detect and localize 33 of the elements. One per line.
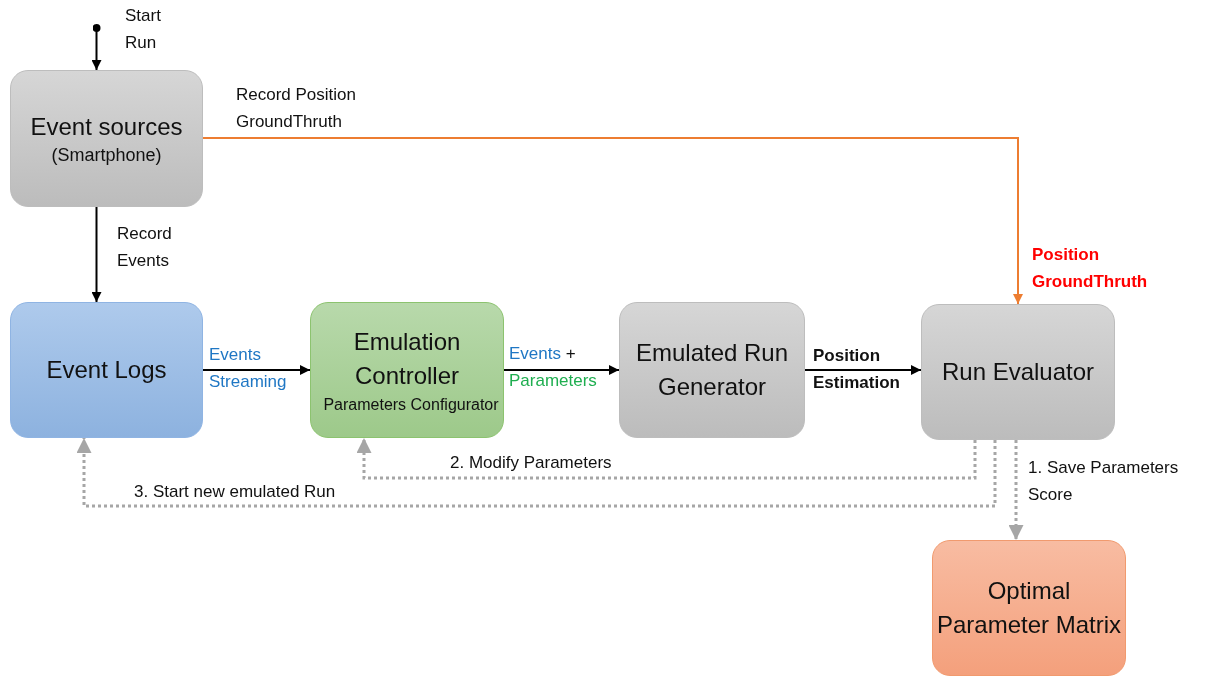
arrow bbox=[503, 365, 620, 375]
arrow bbox=[202, 365, 311, 375]
arrow bbox=[804, 365, 922, 375]
process-box bbox=[10, 70, 203, 207]
process-box bbox=[10, 302, 203, 438]
dotted-arrow bbox=[356, 438, 977, 480]
edge-label: Events + Parameters bbox=[509, 343, 598, 392]
edge-label: 3. Start new emulated Run bbox=[134, 481, 337, 503]
node-title: Event sources bbox=[30, 112, 183, 142]
arrow bbox=[91, 206, 102, 303]
annotation-label: Position GroundThruth bbox=[1032, 244, 1149, 293]
edge-label: 1. Save Parameters Score bbox=[1028, 457, 1180, 506]
node-subtitle: Parameters Configurator bbox=[322, 394, 499, 415]
node-title: Emulated Run Generator bbox=[634, 338, 790, 402]
edge-label: Record Events bbox=[117, 223, 173, 272]
edge-label: 2. Modify Parameters bbox=[450, 452, 613, 474]
node-title: Optimal Parameter Matrix bbox=[935, 576, 1122, 640]
process-box bbox=[619, 302, 805, 438]
process-box bbox=[310, 302, 504, 438]
node-title: Event Logs bbox=[46, 355, 167, 385]
arrow bbox=[91, 24, 102, 71]
edge-label: Position Estimation bbox=[813, 345, 901, 394]
process-box bbox=[921, 304, 1115, 440]
edge-label: Record Position GroundThruth bbox=[236, 84, 357, 133]
process-box bbox=[932, 540, 1126, 676]
node-title: Run Evaluator bbox=[941, 357, 1095, 387]
dotted-arrow bbox=[1008, 440, 1024, 540]
edge-label: Events Streaming bbox=[209, 344, 288, 393]
node-title: Emulation Controller bbox=[352, 326, 462, 391]
edge-label: Start Run bbox=[125, 5, 162, 54]
node-subtitle: (Smartphone) bbox=[51, 144, 162, 167]
arrow bbox=[202, 137, 1023, 305]
dotted-arrow bbox=[76, 438, 997, 508]
